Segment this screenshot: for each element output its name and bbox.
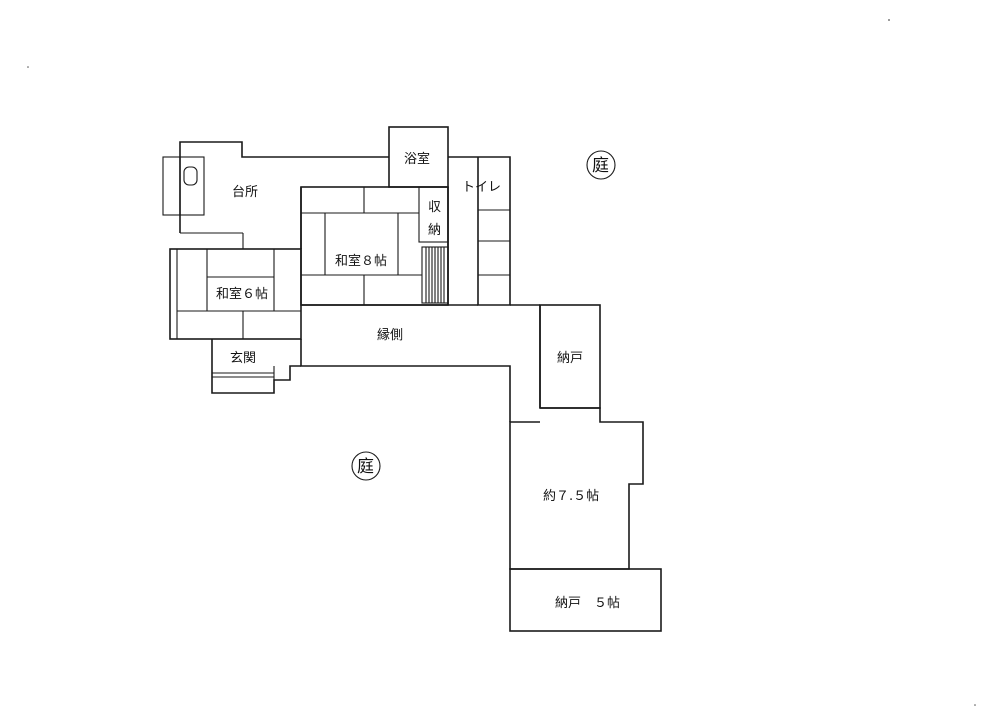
scan-speck xyxy=(27,66,29,68)
washitsu-8-label: 和室８帖 xyxy=(335,253,387,269)
engawa-corridor: 縁側 xyxy=(300,304,541,422)
garden-symbol-top: 庭 xyxy=(586,150,616,180)
storage-closet: 収 納 xyxy=(418,186,449,304)
storage-label-bottom: 納 xyxy=(428,223,441,238)
shelf-lines xyxy=(425,247,445,303)
scan-speck xyxy=(974,704,976,706)
garden-label-bottom: 庭 xyxy=(357,457,374,477)
genkan-entrance: 玄関 xyxy=(211,339,301,394)
room-7-5-label: 約７.５帖 xyxy=(543,489,599,504)
kitchen-area: 台所 xyxy=(162,141,419,249)
nando-5-label: 納戸 ５帖 xyxy=(555,596,620,611)
storage-label-top: 収 xyxy=(428,200,441,215)
nando-5-jo-room: 納戸 ５帖 xyxy=(509,568,662,632)
washitsu-6-room: 和室６帖 xyxy=(169,248,302,340)
sink-icon xyxy=(183,166,198,186)
toilet-label: トイレ xyxy=(462,180,501,195)
bath-label: 浴室 xyxy=(404,151,430,167)
toilet-corridor: トイレ xyxy=(447,156,511,306)
engawa-label: 縁側 xyxy=(377,327,403,343)
room-7-5-jo: 約７.５帖 xyxy=(509,407,644,570)
nando-room: 納戸 xyxy=(539,304,601,409)
garden-label-top: 庭 xyxy=(592,156,609,176)
bath-room: 浴室 xyxy=(388,126,449,188)
scan-speck xyxy=(888,19,890,21)
nando-label: 納戸 xyxy=(557,351,583,366)
washitsu-6-label: 和室６帖 xyxy=(216,286,268,302)
garden-symbol-bottom: 庭 xyxy=(351,451,381,481)
genkan-label: 玄関 xyxy=(230,351,256,366)
kitchen-label: 台所 xyxy=(232,185,258,200)
